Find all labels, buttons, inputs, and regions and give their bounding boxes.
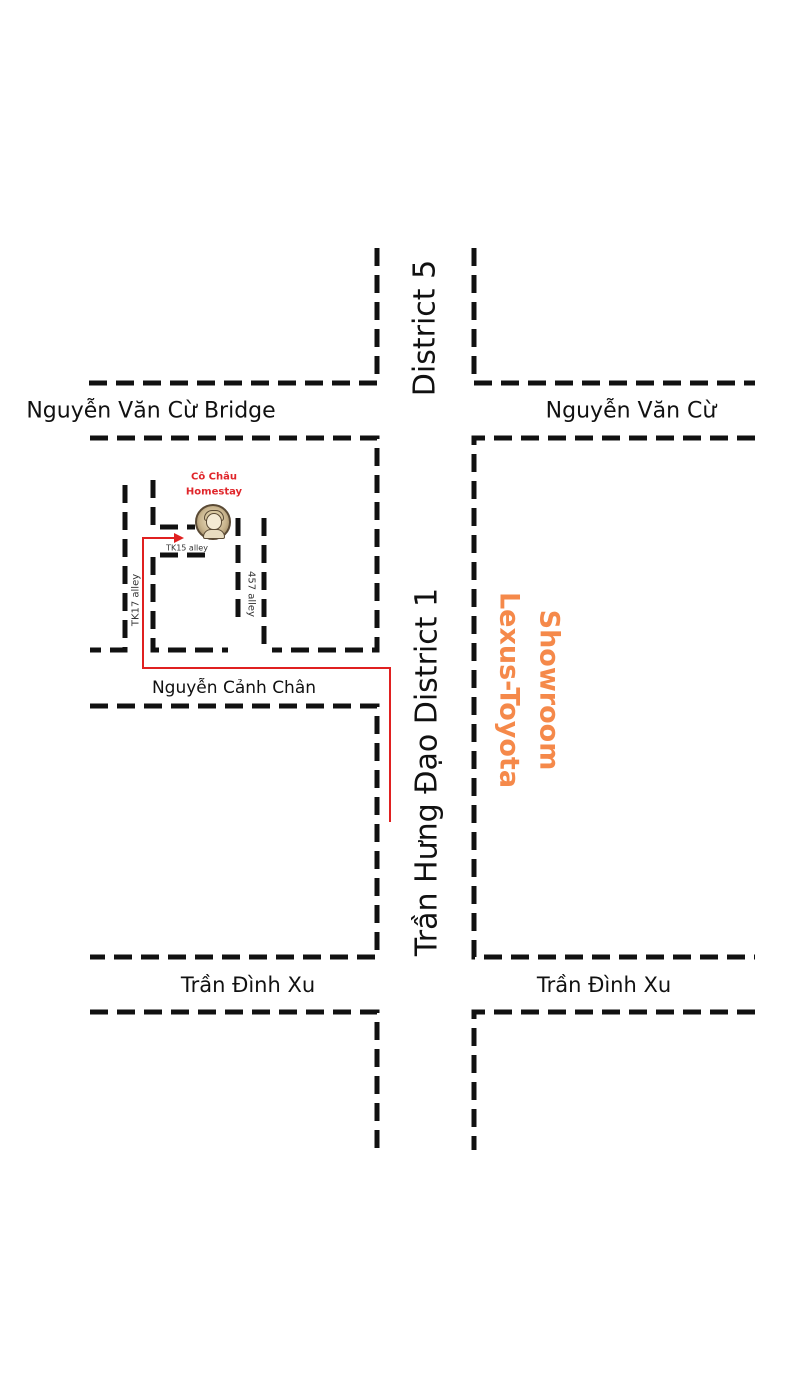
landmark-showroom: Showroom bbox=[533, 609, 565, 771]
main-road-east-edge-south bbox=[471, 1009, 755, 1150]
homestay-avatar-icon bbox=[195, 504, 231, 540]
route-arrow-icon bbox=[174, 533, 184, 543]
label-tk15-alley: TK15 alley bbox=[166, 543, 208, 553]
label-district-5: District 5 bbox=[407, 259, 443, 397]
tk17-alley-west-edge bbox=[90, 485, 128, 653]
route-line bbox=[142, 537, 391, 822]
main-road-east-edge-north bbox=[471, 248, 755, 386]
label-nguyen-canh-chan: Nguyễn Cảnh Chân bbox=[151, 678, 317, 698]
label-tran-dinh-xu-west: Trần Đình Xu bbox=[180, 973, 316, 997]
landmark-lexus-toyota: Lexus-Toyota bbox=[493, 591, 525, 789]
label-nguyen-van-cu: Nguyễn Văn Cừ bbox=[545, 398, 717, 424]
main-road-east-edge-mid bbox=[471, 435, 755, 960]
main-road-west-edge-north bbox=[88, 248, 380, 386]
tk15-alley-south-edge bbox=[150, 552, 228, 653]
main-road-west-edge-lower bbox=[90, 703, 380, 960]
avatar-face bbox=[206, 513, 222, 530]
main-road-west-edge-south bbox=[90, 1009, 380, 1150]
destination-name-line1: Cô Châu bbox=[190, 471, 238, 483]
avatar-body bbox=[203, 529, 225, 539]
label-nguyen-van-cu-bridge: Nguyễn Văn Cừ Bridge bbox=[26, 398, 276, 424]
label-tran-hung-dao: Trần Hưng Đạo District 1 bbox=[409, 587, 445, 957]
tk17-alley-east-edge bbox=[150, 480, 195, 530]
label-tran-dinh-xu-east: Trần Đình Xu bbox=[536, 973, 672, 997]
destination-name-line2: Homestay bbox=[185, 486, 243, 498]
label-tk17-alley: TK17 alley bbox=[130, 573, 142, 627]
label-457-alley: 457 alley bbox=[245, 570, 257, 618]
main-road-west-edge-mid bbox=[90, 435, 380, 653]
